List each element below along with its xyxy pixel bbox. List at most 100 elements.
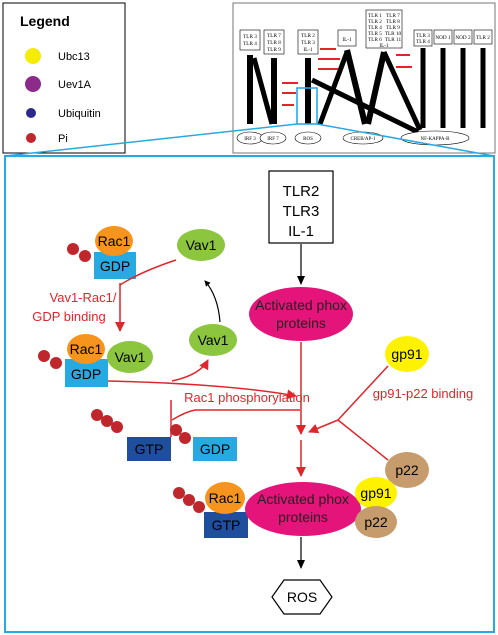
- gtp-block: [204, 512, 248, 538]
- gdp-label: GDP: [200, 441, 230, 457]
- output-label: IRF 7: [267, 137, 279, 142]
- rac1-label: Rac1: [98, 233, 131, 249]
- annotation-mark: [282, 92, 296, 94]
- ubc13-swatch: [25, 48, 41, 64]
- pi-icon: [67, 243, 79, 255]
- p22-label-final: p22: [364, 514, 388, 530]
- receptor-label: TLR 4: [368, 25, 382, 31]
- output-label: NF-KAPPA-B: [421, 137, 451, 142]
- receptor-label: TLR 4: [243, 41, 257, 47]
- legend-label-pi: Pi: [58, 133, 68, 145]
- activated-phox-node-final: [245, 482, 361, 536]
- pi-icon: [183, 494, 195, 506]
- receptor-tlr3: TLR3: [283, 203, 320, 220]
- output-label: ROS: [303, 137, 313, 142]
- receptor-label: IL-1: [379, 43, 389, 49]
- pi-icon: [179, 432, 191, 444]
- activated-phox-line1: Activated phox: [255, 297, 347, 313]
- receptor-tlr2: TLR2: [283, 183, 320, 200]
- gp91-label-final: gp91: [360, 485, 391, 501]
- arrow-complex-to-center: [107, 380, 297, 400]
- output-node: [259, 131, 287, 145]
- receptor-label: NOD 2: [455, 35, 471, 41]
- activated-phox-final-line1: Activated phox: [257, 491, 349, 507]
- ros-node: [271, 579, 333, 615]
- p22-node-final: [355, 506, 397, 538]
- receptor-label: TLR 6: [368, 37, 382, 43]
- pi-icon: [91, 409, 103, 421]
- gdp-label: GDP: [71, 366, 101, 382]
- receptor-label: TLR 2: [368, 19, 382, 25]
- arrow-vav-recycle: [204, 280, 221, 323]
- arrow-gp91: [337, 365, 389, 421]
- legend-label-ubiquitin: Ubiquitin: [58, 108, 101, 120]
- ros-highlight-box: [296, 87, 318, 125]
- receptor-label: TLR 5: [368, 31, 382, 37]
- receptor-label: TLR 3: [301, 40, 315, 46]
- receptor-box-9: [473, 29, 493, 45]
- legend: Legend Ubc13 Uev1A Ubiquitin Pi: [2, 2, 126, 154]
- overview-bar: [381, 50, 423, 132]
- receptor-box: [268, 170, 334, 244]
- annotation-mark: [318, 58, 340, 60]
- output-node: [294, 131, 322, 145]
- gtp-complex: GTP: [91, 409, 171, 461]
- receptor-label: TLR 8: [267, 40, 281, 46]
- vav1-node-top: [177, 229, 225, 261]
- rac1-node: [95, 226, 133, 256]
- receptor-box-2: [263, 29, 285, 55]
- rac1-label: Rac1: [70, 341, 103, 357]
- pi-icon: [193, 501, 205, 513]
- receptor-il1: IL-1: [288, 223, 314, 240]
- gp91-label-top: gp91: [391, 346, 422, 362]
- pi-icon: [101, 415, 113, 427]
- receptor-label: TLR 7: [386, 13, 400, 19]
- overview-bar: [344, 49, 368, 125]
- arrow-binding-to-center: [308, 419, 339, 434]
- vav1-label: Vav1: [115, 349, 146, 365]
- receptor-label: TLR 10: [385, 31, 402, 37]
- annotation-mark: [282, 104, 294, 106]
- receptor-label: TLR 2: [301, 33, 315, 39]
- arrow-vav-binding-top: [119, 259, 177, 286]
- ubiquitin-swatch: [26, 108, 36, 118]
- gdp-free-complex: GDP: [170, 424, 237, 461]
- zoom-line-right: [316, 123, 495, 157]
- receptor-label: TLR 3: [416, 33, 430, 39]
- activated-phox-node: [249, 287, 353, 341]
- gdp-block: [94, 252, 136, 279]
- vav1-label-top: Vav1: [186, 237, 217, 253]
- overview-pathway: TLR 3 TLR 4 TLR 7 TLR 8 TLR 9 TLR 2 TLR …: [232, 2, 496, 154]
- activated-phox-line2: proteins: [276, 315, 326, 331]
- annotation-mark: [282, 82, 298, 84]
- receptor-label: NOD 1: [435, 35, 451, 41]
- pi-swatch: [26, 133, 36, 143]
- receptor-label: IL-1: [303, 47, 313, 53]
- phosphorylation-label: Rac1 phosphorylation: [184, 390, 310, 405]
- receptor-label: TLR 7: [267, 33, 281, 39]
- rac1-vav1-gdp-complex: GDP Rac1 Vav1: [38, 334, 153, 387]
- vav-binding-label-line2: GDP binding: [32, 309, 105, 324]
- annotation-mark: [396, 54, 410, 56]
- gtp-block: [127, 437, 171, 461]
- rac1-node: [67, 334, 105, 364]
- gdp-label: GDP: [100, 258, 130, 274]
- legend-label-ubc13: Ubc13: [58, 51, 90, 63]
- overview-bar: [251, 57, 275, 125]
- receptor-box-4: [337, 29, 357, 47]
- output-label: CREB/AP-1: [350, 137, 376, 142]
- receptor-box-5: [365, 9, 403, 49]
- ros-label: ROS: [287, 589, 317, 605]
- receptor-label: TLR 9: [267, 47, 281, 53]
- gtp-label: GTP: [135, 441, 164, 457]
- activated-phox-final-line2: proteins: [278, 509, 328, 525]
- pi-icon: [111, 421, 123, 433]
- receptor-label: TLR 1: [368, 13, 382, 19]
- overview-bar: [365, 51, 387, 125]
- uev1a-swatch: [25, 76, 41, 92]
- legend-label-uev1a: Uev1A: [58, 79, 92, 91]
- pi-icon: [38, 350, 50, 362]
- receptor-label: TLR 11: [385, 37, 401, 43]
- gdp-block: [193, 437, 237, 461]
- overview-bar: [310, 77, 420, 135]
